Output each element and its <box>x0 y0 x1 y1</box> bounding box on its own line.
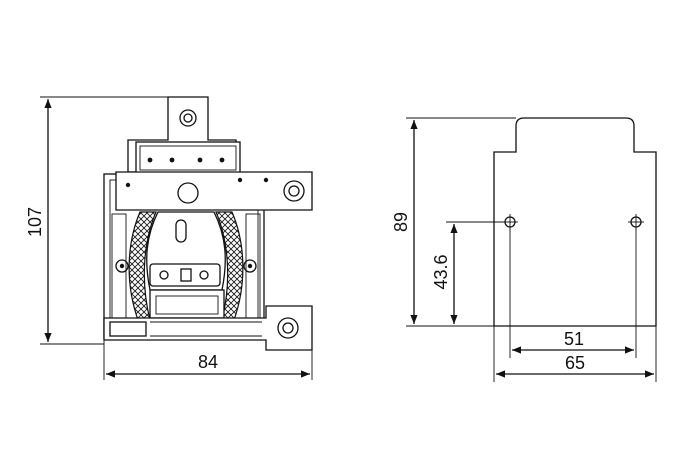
hole-spacing-label: 51 <box>564 329 584 349</box>
busbar-center-hole <box>177 182 199 204</box>
front-height-label: 107 <box>25 207 45 237</box>
side-width-label: 65 <box>565 353 585 373</box>
top-tab-hole <box>179 109 197 127</box>
front-width-label: 84 <box>198 352 218 372</box>
front-view: 107 84 <box>25 96 313 380</box>
contact-block <box>149 263 221 287</box>
side-view: 89 43.6 51 65 <box>391 117 657 382</box>
hole-height-label: 43.6 <box>431 254 451 289</box>
bottom-terminal-hole <box>277 317 299 339</box>
busbar-right-hole <box>283 180 305 202</box>
mounting-plate <box>493 117 657 327</box>
upper-housing <box>135 141 241 175</box>
busbar <box>115 171 313 211</box>
side-height-label: 89 <box>391 212 411 232</box>
